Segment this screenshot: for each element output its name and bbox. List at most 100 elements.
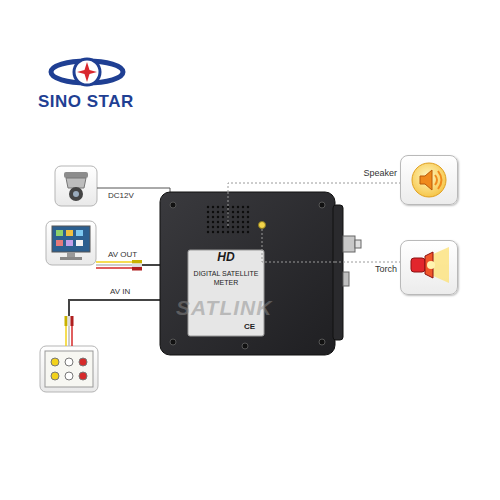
- grille-hole: [207, 221, 209, 223]
- art-path: [66, 178, 86, 188]
- grille-hole: [242, 216, 244, 218]
- art-circle: [73, 191, 79, 197]
- grille-hole: [237, 216, 239, 218]
- grille-hole: [222, 231, 224, 233]
- art-rect: [67, 252, 75, 257]
- art-path: [65, 326, 67, 346]
- torch-icon: [401, 241, 457, 289]
- speaker-icon-part: [412, 163, 446, 197]
- leader-line: [228, 183, 400, 192]
- art-path: [96, 264, 132, 266]
- speaker-icon-part: [420, 170, 432, 190]
- art-rect: [132, 267, 142, 271]
- art-path: [69, 300, 160, 316]
- grille-hole: [212, 211, 214, 213]
- grille-hole: [222, 216, 224, 218]
- art-circle: [79, 358, 87, 366]
- grille-hole: [237, 231, 239, 233]
- watermark: SATLINK: [176, 296, 272, 320]
- speaker-icon-part: [438, 171, 442, 189]
- brand-mark: HD: [188, 250, 264, 264]
- signal-name: AV IN: [110, 287, 130, 297]
- art-circle: [170, 202, 176, 208]
- brand-name: SINO STAR: [38, 92, 134, 112]
- grille-hole: [217, 211, 219, 213]
- leader-line: [228, 192, 229, 226]
- grille-hole: [232, 231, 234, 233]
- grille-hole: [232, 216, 234, 218]
- art-circle: [69, 187, 83, 201]
- grille-hole: [212, 221, 214, 223]
- art-rect: [343, 236, 355, 252]
- grille-hole: [217, 226, 219, 228]
- grille-hole: [212, 231, 214, 233]
- art-path: [68, 326, 70, 346]
- art-rect: [64, 172, 88, 178]
- grille-hole: [247, 206, 249, 208]
- art-ellipse: [51, 61, 123, 83]
- logo-emblem: [51, 59, 123, 85]
- art-rect: [56, 240, 63, 246]
- grille-hole: [227, 231, 229, 233]
- art-circle: [259, 222, 266, 229]
- grille-hole: [242, 206, 244, 208]
- art-circle: [51, 358, 59, 366]
- torch-icon-box: Torch: [400, 240, 458, 295]
- speaker-icon: [401, 156, 457, 204]
- art-rect: [132, 260, 142, 264]
- grille-hole: [242, 226, 244, 228]
- grille-hole: [242, 211, 244, 213]
- art-rect: [45, 351, 93, 387]
- av-out-cable: [96, 260, 160, 271]
- torch-icon-part: [427, 261, 435, 269]
- art-circle: [319, 339, 325, 345]
- art-rect: [40, 346, 98, 392]
- art-circle: [79, 372, 87, 380]
- speaker-icon-box: Speaker: [400, 155, 458, 205]
- leader-line: [262, 229, 335, 262]
- grille-hole: [237, 226, 239, 228]
- art-path: [96, 261, 132, 263]
- art-circle: [51, 372, 59, 380]
- grille-hole: [222, 226, 224, 228]
- callout-label: Torch: [375, 264, 397, 275]
- grille-hole: [207, 206, 209, 208]
- grille-hole: [232, 211, 234, 213]
- art-rect: [68, 316, 71, 326]
- grille-hole: [222, 206, 224, 208]
- grille-hole: [212, 216, 214, 218]
- art-rect: [71, 316, 74, 326]
- art-rect: [132, 264, 142, 268]
- leader-line: [335, 262, 400, 263]
- grille-hole: [237, 206, 239, 208]
- art-circle: [170, 339, 176, 345]
- art-path: [71, 326, 73, 346]
- av-in-cable: [65, 300, 161, 346]
- art-rect: [52, 226, 90, 252]
- camera-icon: [55, 166, 97, 206]
- grille-hole: [217, 231, 219, 233]
- grille-hole: [242, 231, 244, 233]
- grille-hole: [247, 231, 249, 233]
- art-rect: [343, 272, 349, 286]
- grille-hole: [207, 216, 209, 218]
- art-rect: [76, 240, 83, 246]
- grille-hole: [237, 221, 239, 223]
- grille-hole: [232, 226, 234, 228]
- art-rect: [46, 221, 96, 265]
- grille-hole: [247, 216, 249, 218]
- art-path: [142, 264, 160, 266]
- art-rect: [333, 205, 343, 340]
- art-circle: [65, 372, 73, 380]
- satellite-meter-body: [160, 192, 361, 355]
- art-circle: [65, 358, 73, 366]
- grille-hole: [247, 211, 249, 213]
- art-rect: [160, 192, 335, 355]
- grille-hole: [232, 206, 234, 208]
- grille-hole: [227, 226, 229, 228]
- av-panel-icon: [40, 346, 98, 392]
- signal-name: DC12V: [108, 191, 134, 201]
- grille-hole: [222, 221, 224, 223]
- art-rect: [188, 250, 264, 336]
- art-rect: [55, 166, 97, 206]
